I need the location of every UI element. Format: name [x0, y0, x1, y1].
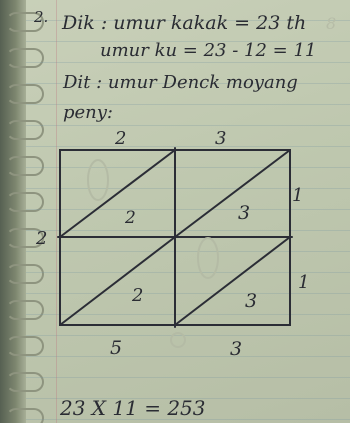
bottom-digit-1: 5	[110, 337, 123, 359]
result-line: 23 X 11 = 253	[60, 396, 206, 420]
cell-digit: 3	[238, 202, 251, 224]
cell-digit: 2	[125, 208, 136, 228]
cell-digit: 2	[132, 285, 144, 306]
binder-ring	[6, 228, 44, 248]
right-digit-2: 1	[298, 272, 310, 293]
known-line-2: umur ku = 23 - 12 = 11	[100, 40, 317, 61]
show-through-mark	[87, 159, 109, 201]
binder-ring	[6, 336, 44, 356]
question-line: Dit : umur Denck moyang	[63, 72, 298, 93]
solution-label: peny:	[63, 102, 114, 123]
right-digit-1: 1	[292, 185, 304, 206]
binder-ring	[6, 84, 44, 104]
binder-ring	[6, 156, 44, 176]
bottom-digit-2: 3	[230, 338, 243, 360]
binder-ring	[6, 48, 44, 68]
binder-ring	[6, 12, 44, 32]
binder-ring	[6, 372, 44, 392]
top-digit-2: 3	[215, 128, 227, 149]
binder-spine	[0, 0, 44, 423]
binder-ring	[6, 264, 44, 284]
show-through-shapes	[87, 159, 219, 348]
margin-mark: 8	[326, 14, 337, 33]
show-through-mark	[197, 237, 219, 279]
known-line-1: Dik : umur kakak = 23 th	[62, 12, 307, 34]
top-digit-1: 2	[115, 128, 127, 149]
lattice-diagonal	[174, 149, 291, 238]
problem-number: 2.	[34, 8, 49, 26]
page-margin-line	[56, 0, 57, 423]
left-carry-digit: 2	[36, 228, 48, 249]
binder-ring	[6, 120, 44, 140]
binder-ring	[6, 300, 44, 320]
lattice-diagonal	[59, 236, 176, 326]
show-through-mark	[170, 332, 186, 348]
cell-digit: 3	[245, 290, 258, 312]
binder-ring	[6, 408, 44, 423]
lattice-diagonal	[174, 236, 291, 326]
lined-page	[26, 0, 350, 423]
binder-ring	[6, 192, 44, 212]
lattice-diagonal	[59, 149, 176, 238]
